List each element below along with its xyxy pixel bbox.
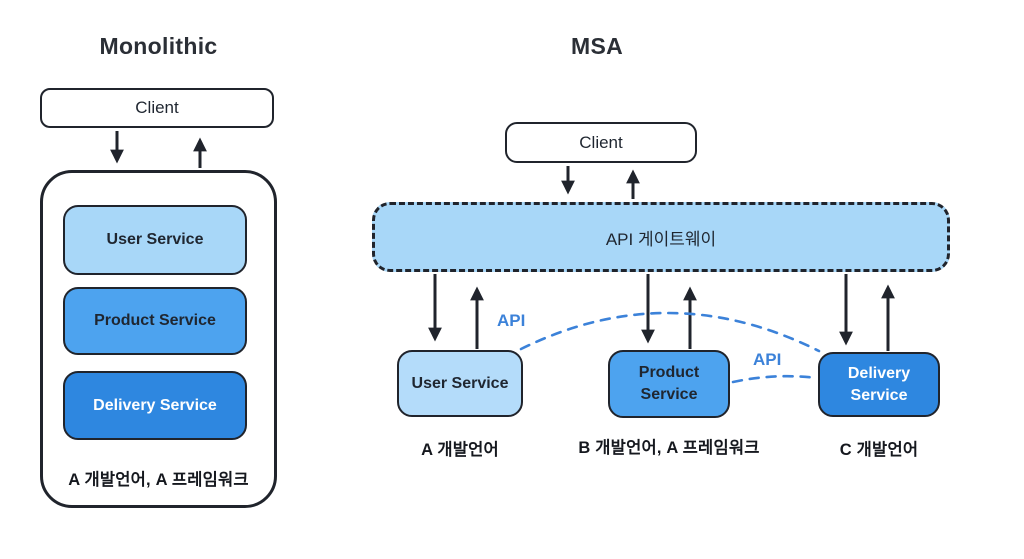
api-link-user-delivery-curve (519, 311, 821, 353)
msa-title: MSA (570, 32, 623, 59)
monolithic-client-box: Client (40, 88, 274, 128)
api-gateway-box: API 게이트웨이 (372, 202, 950, 272)
monolithic-tech-footnote: A 개발언어, A 프레임워크 (68, 471, 249, 489)
monolithic-user-service-box: User Service (63, 205, 247, 275)
msa-delivery-service-note: C 개발언어 (839, 441, 919, 459)
monolithic-product-service-box: Product Service (63, 287, 247, 355)
monolithic-title: Monolithic (99, 32, 218, 59)
msa-delivery-service-box: Delivery Service (818, 352, 940, 417)
msa-product-service-box: Product Service (608, 350, 730, 418)
monolithic-delivery-service-box: Delivery Service (63, 371, 247, 440)
msa-user-service-box: User Service (397, 350, 523, 417)
msa-product-service-note: B 개발언어, A 프레임워크 (578, 439, 760, 457)
msa-client-box: Client (505, 122, 697, 163)
api-link-product-delivery-line (731, 374, 819, 384)
api-link-label-product-delivery: API (753, 350, 782, 369)
msa-user-service-note: A 개발언어 (421, 441, 499, 459)
api-link-label-user-delivery: API (497, 311, 526, 330)
